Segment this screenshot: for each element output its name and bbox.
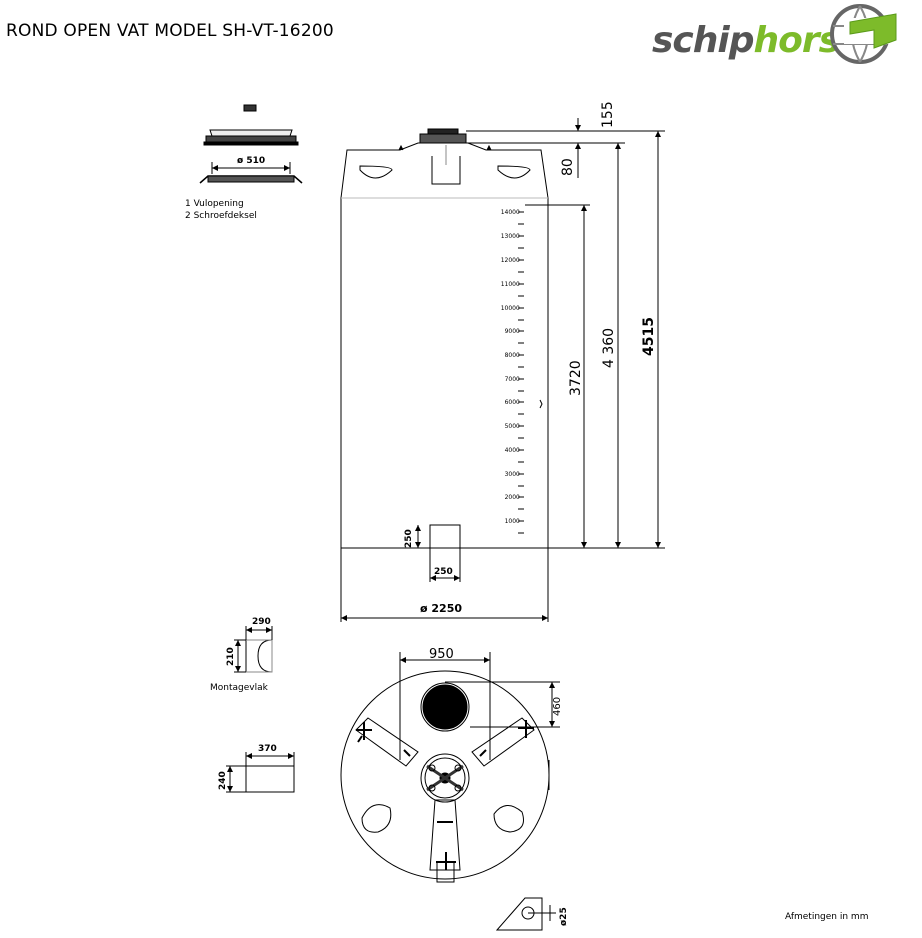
svg-text:1000-: 1000- [505, 518, 522, 525]
dim-4515: 4515 [641, 317, 657, 356]
svg-text:14000-: 14000- [501, 209, 522, 216]
dim-155: 155 [600, 101, 616, 128]
dim-290: 290 [252, 617, 271, 627]
foot-block [226, 752, 295, 793]
svg-text:3000-: 3000- [505, 471, 522, 478]
svg-text:8000-: 8000- [505, 352, 522, 359]
dim-250-width: 250 [434, 567, 453, 577]
level-scale [518, 211, 524, 534]
svg-text:10000-: 10000- [501, 305, 522, 312]
svg-text:13000-: 13000- [501, 233, 522, 240]
dim-210: 210 [226, 647, 236, 666]
logo-text-dark: schip [652, 20, 754, 61]
outlet-detail [495, 897, 556, 931]
svg-text:11000-: 11000- [501, 281, 522, 288]
lid-diameter-label: ø 510 [237, 156, 265, 166]
svg-text:5000-: 5000- [505, 423, 522, 430]
parts-item-2: 2 Schroefdeksel [185, 211, 257, 221]
lid-detail [199, 104, 303, 184]
schiphorst-logo: schiphorst [652, 4, 897, 64]
dim-25: ø25 [559, 907, 569, 926]
parts-item-1: 1 Vulopening [185, 199, 244, 209]
dim-250-height: 250 [404, 529, 414, 548]
montage-profile [234, 626, 273, 673]
dim-240: 240 [218, 771, 228, 790]
dim-950: 950 [429, 647, 454, 662]
outlet-dimensions [415, 525, 461, 582]
montage-label: Montagevlak [210, 683, 268, 693]
dim-4360: 4 360 [601, 328, 617, 368]
svg-text:6000-: 6000- [505, 399, 522, 406]
units-note: Afmetingen in mm [785, 912, 869, 922]
svg-text:2000-: 2000- [505, 494, 522, 501]
height-dimensions [466, 118, 665, 549]
svg-text:schiphorst: schiphorst [652, 20, 858, 61]
dim-460: 460 [552, 697, 563, 716]
diameter-dimension [340, 548, 549, 622]
svg-text:4000-: 4000- [505, 447, 522, 454]
dim-370: 370 [258, 744, 277, 754]
svg-text:7000-: 7000- [505, 376, 522, 383]
tank-top-view [340, 652, 560, 883]
dim-3720: 3720 [568, 360, 584, 396]
dim-80: 80 [560, 158, 576, 176]
level-scale-labels: 14000- 13000- 12000- 11000- 10000- 9000-… [501, 209, 522, 525]
parts-list: 1 Vulopening 2 Schroefdeksel [185, 198, 257, 222]
tank-side-view [340, 128, 549, 549]
dim-2250: ø 2250 [420, 602, 462, 615]
svg-text:9000-: 9000- [505, 328, 522, 335]
page-title: ROND OPEN VAT MODEL SH-VT-16200 [6, 21, 334, 41]
svg-text:12000-: 12000- [501, 257, 522, 264]
globe-icon [830, 4, 897, 64]
